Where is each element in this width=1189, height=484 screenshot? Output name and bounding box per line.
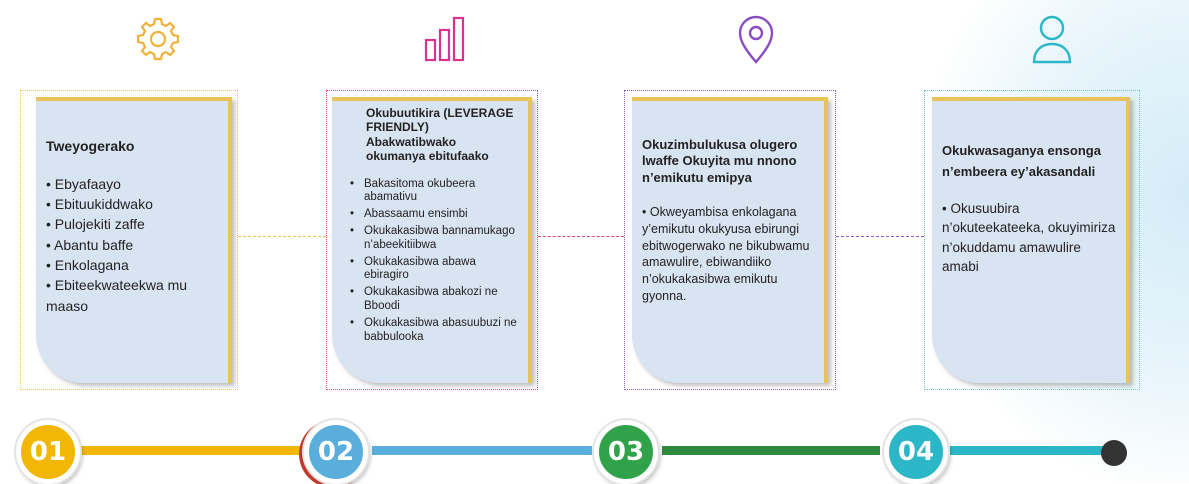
step-number-4: 04 xyxy=(884,420,948,484)
timeline-segment-4 xyxy=(950,446,1108,455)
card-1: Tweyogerako • Ebyafaayo • Ebituukiddwako… xyxy=(36,97,232,383)
list-item: Okukakasibwa abasuubuzi ne babbulooka xyxy=(342,317,518,345)
list-item: Bakasitoma okubeera abamativu xyxy=(342,178,518,206)
user-icon xyxy=(1032,15,1072,64)
list-item: • Pulojekiti zaffe xyxy=(46,216,145,233)
gear-icon xyxy=(136,17,180,61)
step-number-1: 01 xyxy=(16,420,80,484)
card-1-list: • Ebyafaayo • Ebituukiddwako • Pulojekit… xyxy=(46,174,218,316)
card-frame-4 xyxy=(924,90,1140,390)
card-3: Okuzimbulukusa olugero lwaffe Okuyita mu… xyxy=(632,97,828,383)
card-frame-3 xyxy=(624,90,836,390)
card-2: Okubuutikira (LEVERAGE FRIENDLY) Abakwat… xyxy=(332,97,532,383)
list-item: Okukakasibwa abawa ebiragiro xyxy=(342,256,518,284)
card-4: Okukwasaganya ensonga n’embeera ey’akasa… xyxy=(932,97,1130,383)
step-number-2: 02 xyxy=(304,420,368,484)
card-frame-1 xyxy=(20,90,238,390)
list-item: • Ebiteekwateekwa mu maaso xyxy=(46,277,188,314)
list-item: • Ebituukiddwako xyxy=(46,196,153,213)
connector-2-3 xyxy=(538,236,624,237)
step-number-3: 03 xyxy=(594,420,658,484)
list-item: Abassaamu ensimbi xyxy=(342,208,518,222)
card-frame-2 xyxy=(326,90,538,390)
list-item: • Enkolagana xyxy=(46,257,129,274)
timeline-segment-2 xyxy=(372,446,592,455)
timeline-segment-3 xyxy=(662,446,880,455)
timeline-end-dot xyxy=(1101,440,1127,466)
card-3-body: • Okweyambisa enkolagana y’emikutu okuky… xyxy=(642,204,810,304)
list-item: Okukakasibwa bannamukago n’abeekitiibwa xyxy=(342,225,518,253)
list-item: • Ebyafaayo xyxy=(46,175,121,192)
bar-chart-icon xyxy=(424,16,465,62)
card-4-title: Okukwasaganya ensonga n’embeera ey’akasa… xyxy=(942,143,1101,179)
card-3-title: Okuzimbulukusa olugero lwaffe Okuyita mu… xyxy=(642,137,798,185)
card-1-title: Tweyogerako xyxy=(46,138,135,154)
location-pin-icon xyxy=(738,15,774,64)
card-4-body: • Okusuubira n’okuteekateeka, okuyimiriz… xyxy=(942,200,1116,275)
timeline-segment-1 xyxy=(80,446,302,455)
card-2-list: Bakasitoma okubeera abamativu Abassaamu … xyxy=(342,178,518,345)
connector-3-4 xyxy=(836,236,924,237)
connector-1-2 xyxy=(238,236,326,237)
card-2-title: Okubuutikira (LEVERAGE FRIENDLY) Abakwat… xyxy=(366,106,514,164)
list-item: Okukakasibwa abakozi ne Bboodi xyxy=(342,286,518,314)
list-item: • Abantu baffe xyxy=(46,236,134,253)
